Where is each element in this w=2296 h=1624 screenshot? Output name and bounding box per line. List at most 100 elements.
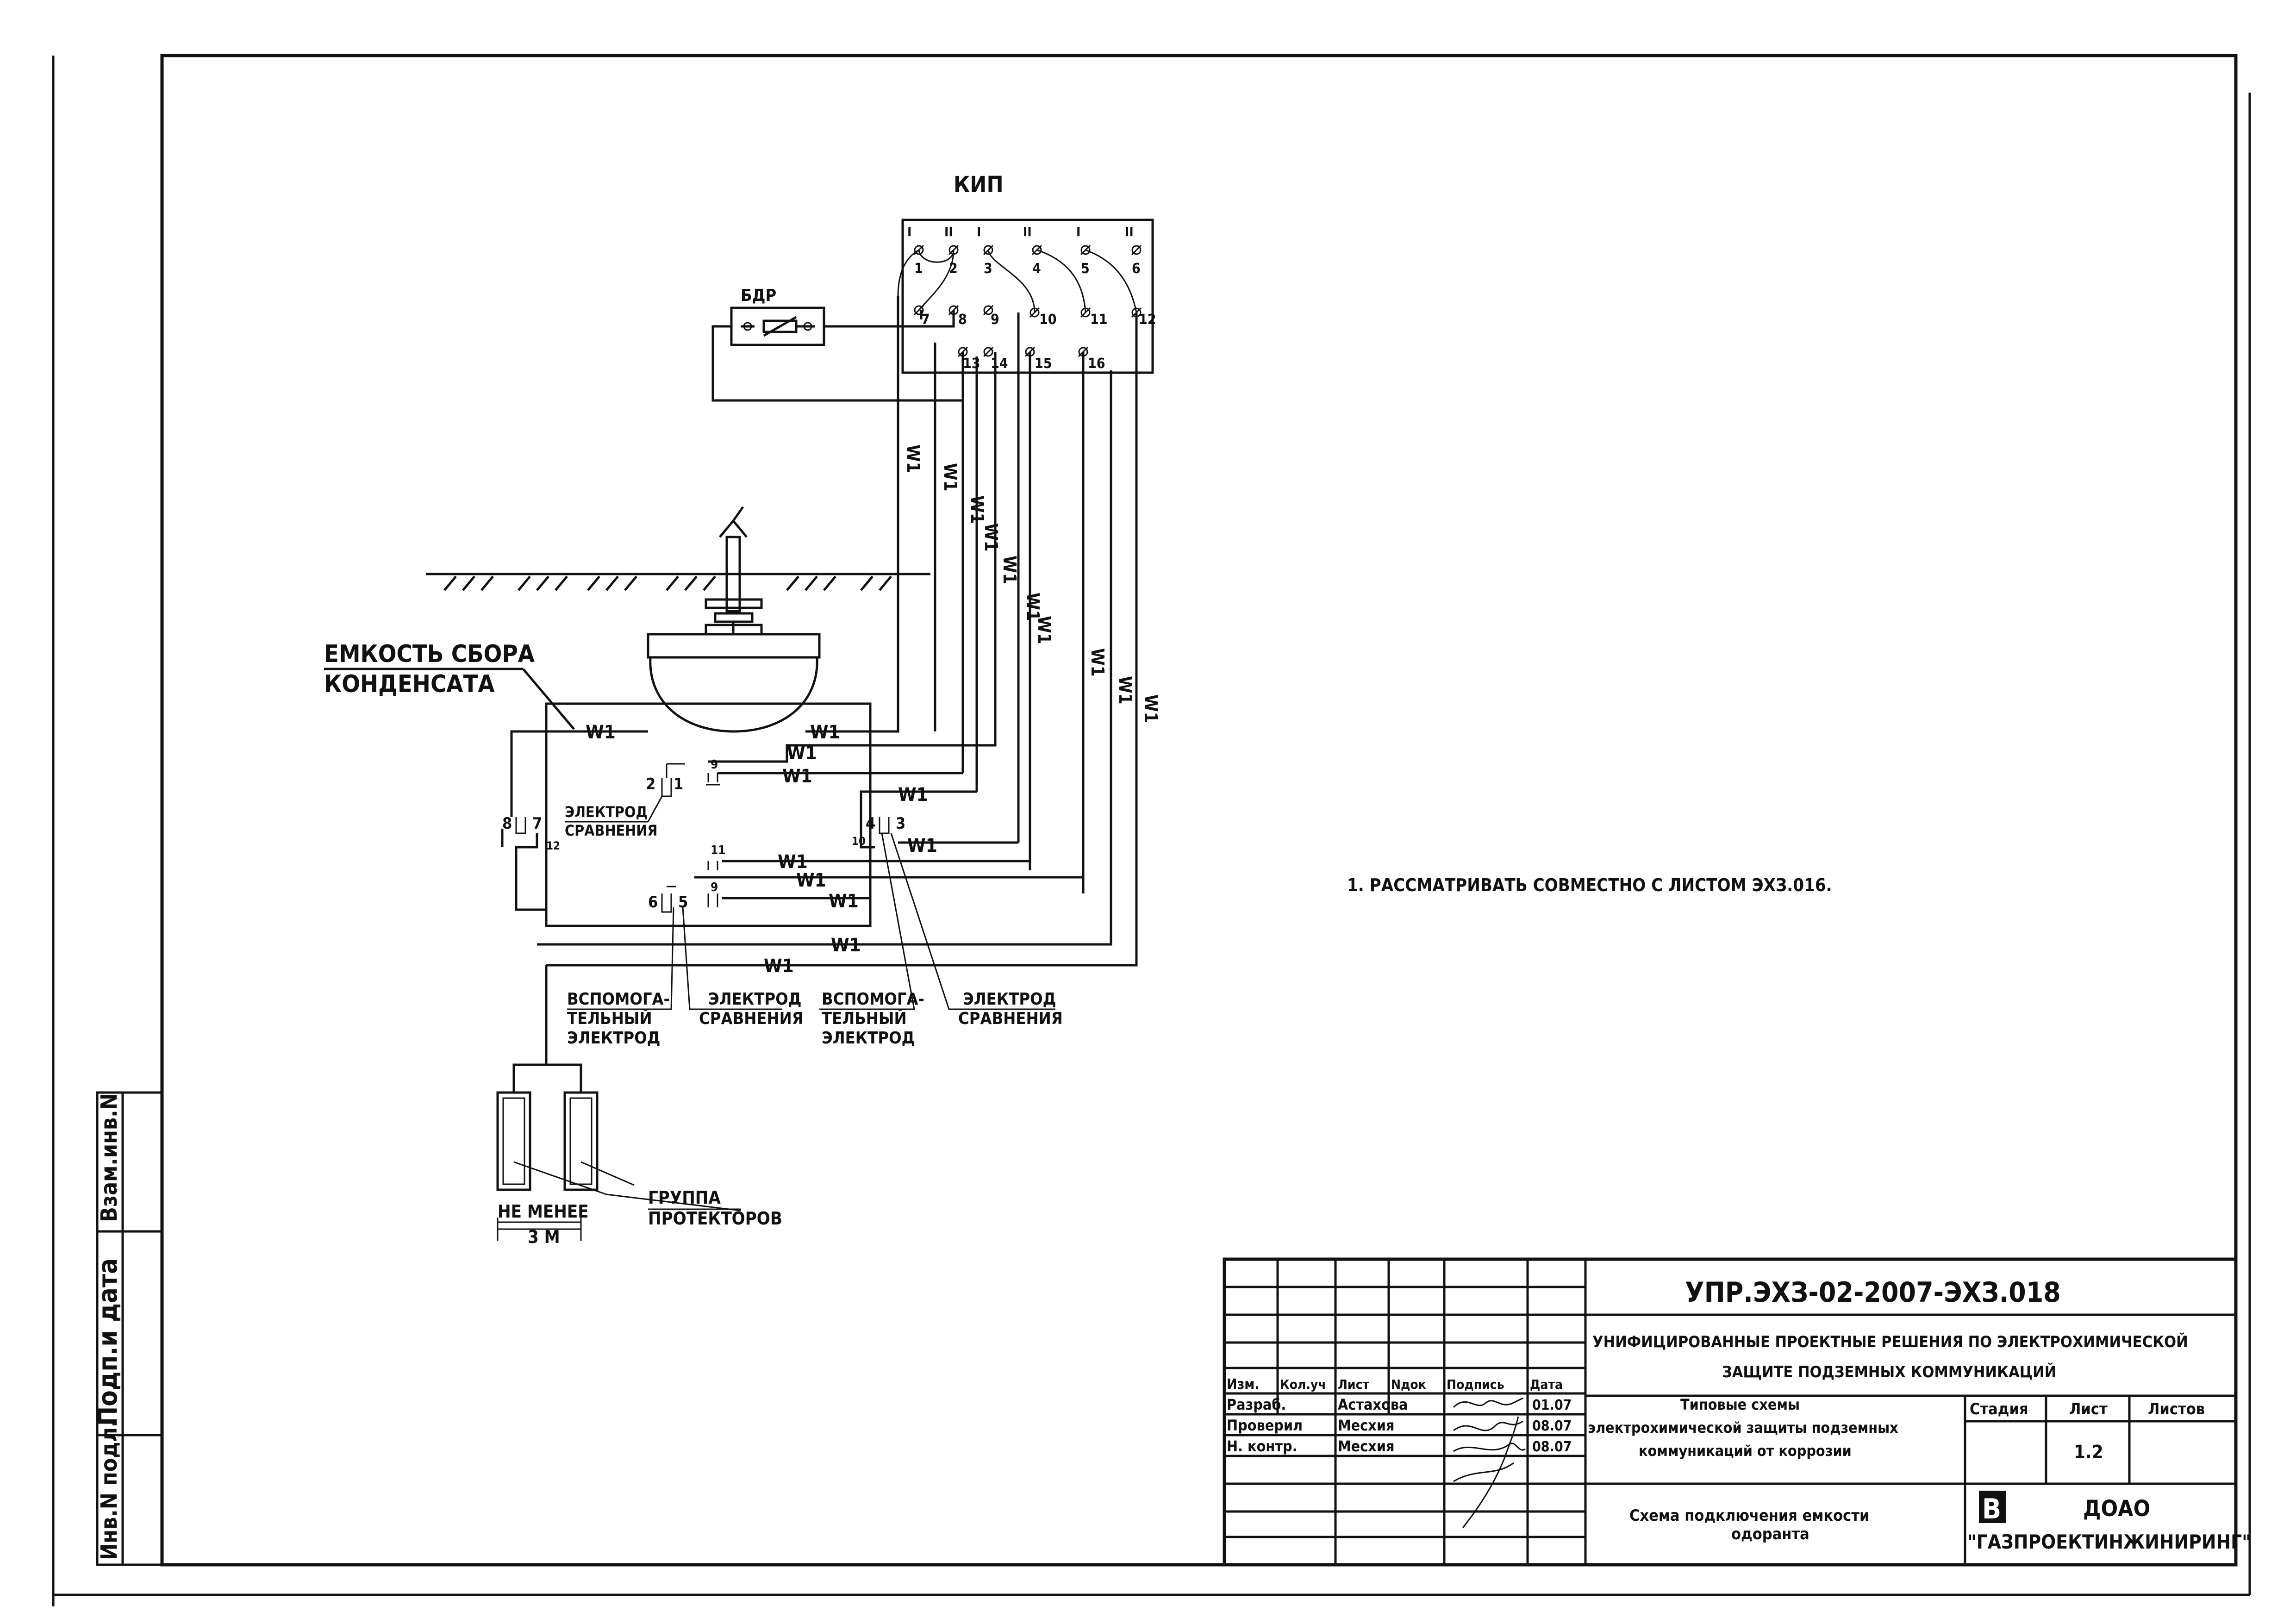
ref-electrode-4-l2: СРАВНЕНИЯ bbox=[958, 1009, 1063, 1028]
contacts: 9 11 9 bbox=[706, 758, 726, 907]
org-logo: B bbox=[1979, 1491, 2006, 1525]
term-4: 4 bbox=[1032, 261, 1041, 277]
term-16: 16 bbox=[1088, 356, 1105, 372]
ground-line bbox=[426, 573, 930, 591]
mark-5: I bbox=[1076, 224, 1080, 239]
bdr-label: БДР bbox=[741, 286, 776, 305]
min-dist-2: 3 М bbox=[528, 1227, 560, 1247]
mark-1: I bbox=[907, 224, 911, 239]
aux-electrode-3-l2: ТЕЛЬНЫЙ bbox=[822, 1009, 907, 1028]
term-12: 12 bbox=[1139, 312, 1156, 328]
col-kol: Кол.уч bbox=[1280, 1377, 1326, 1392]
vzam-inv-label: Взам.инв.N bbox=[96, 1093, 122, 1222]
stage-header: Стадия bbox=[1970, 1400, 2028, 1418]
vt-9: 9 bbox=[711, 758, 718, 772]
mark-3: I bbox=[977, 224, 981, 239]
term-5: 5 bbox=[1081, 261, 1090, 277]
w1-v5: W1 bbox=[999, 556, 1020, 584]
name-normcontrol: Месхия bbox=[1338, 1437, 1394, 1455]
sheet-header: Лист bbox=[2069, 1400, 2108, 1418]
vt-7: 7 bbox=[532, 814, 542, 833]
w1-v9: W1 bbox=[1115, 676, 1136, 705]
sheet-title-2: электрохимической защиты подземных bbox=[1588, 1419, 1898, 1437]
vt-12: 12 bbox=[546, 839, 560, 852]
term-10: 10 bbox=[1039, 312, 1057, 328]
sheet-title-1: Типовые схемы bbox=[1680, 1396, 1800, 1413]
aux-electrode-1-l3: ЭЛЕКТРОД bbox=[567, 1029, 660, 1048]
logo-letter: B bbox=[1982, 1493, 2001, 1525]
vt-3: 3 bbox=[896, 814, 905, 833]
term-9: 9 bbox=[991, 312, 999, 328]
mark-6: II bbox=[1125, 224, 1134, 239]
drawing-title-2: одоранта bbox=[1731, 1525, 1809, 1543]
w1-v8: W1 bbox=[1087, 648, 1108, 677]
ref-electrode-left-2: СРАВНЕНИЯ bbox=[565, 822, 658, 839]
role-normcontrol: Н. контр. bbox=[1227, 1437, 1298, 1455]
col-izm: Изм. bbox=[1227, 1376, 1260, 1393]
role-developer: Разраб. bbox=[1227, 1396, 1286, 1413]
term-6: 6 bbox=[1132, 261, 1141, 277]
sheet-frame bbox=[160, 54, 2238, 1567]
w1-h4: W1 bbox=[782, 766, 812, 787]
vessel-terminal-numbers: 2 1 8 7 12 4 3 10 6 5 bbox=[501, 730, 905, 913]
vt-2: 2 bbox=[646, 775, 655, 793]
signatures bbox=[1453, 1397, 1526, 1528]
kip-label: КИП bbox=[954, 172, 1004, 198]
term-11: 11 bbox=[1090, 312, 1108, 328]
vt-5: 5 bbox=[678, 893, 688, 912]
ref-electrode-2-l2: СРАВНЕНИЯ bbox=[699, 1009, 804, 1028]
w1-h1: W1 bbox=[586, 722, 616, 743]
vt-4: 4 bbox=[866, 814, 875, 833]
vessel-label: ЕМКОСТЬ СБОРА КОНДЕНСАТА bbox=[324, 640, 575, 730]
ref-electrode-left-1: ЭЛЕКТРОД bbox=[565, 803, 648, 821]
project-title-2: ЗАЩИТЕ ПОДЗЕМНЫХ КОММУНИКАЦИЙ bbox=[1722, 1362, 2056, 1381]
protector-group-1: ГРУППА bbox=[648, 1187, 721, 1208]
min-dist-1: НЕ МЕНЕЕ bbox=[498, 1201, 589, 1222]
general-note: 1. РАССМАТРИВАТЬ СОВМЕСТНО С ЛИСТОМ ЭХЗ.… bbox=[1347, 875, 1832, 895]
ref-electrode-left: ЭЛЕКТРОД СРАВНЕНИЯ bbox=[565, 796, 663, 839]
term-3: 3 bbox=[984, 261, 992, 277]
col-ndok: Nдок bbox=[1391, 1377, 1426, 1392]
w1-v7: W1 bbox=[1034, 616, 1054, 644]
vt-11: 11 bbox=[711, 843, 726, 857]
w1-h8: W1 bbox=[796, 870, 826, 891]
aux-electrode-3-l1: ВСПОМОГА- bbox=[822, 990, 924, 1009]
term-1: 1 bbox=[914, 261, 923, 277]
col-data: Дата bbox=[1530, 1377, 1563, 1392]
w1-h10: W1 bbox=[831, 935, 861, 956]
term-15: 15 bbox=[1035, 356, 1052, 372]
date-normcontrol: 08.07 bbox=[1532, 1439, 1572, 1455]
side-stamp: Взам.инв.N Подп.и дата Инв.N подл. bbox=[93, 1091, 163, 1566]
org-line1: ДОАО bbox=[2083, 1496, 2150, 1522]
org-line2: "ГАЗПРОЕКТИНЖИНИРИНГ" bbox=[1967, 1530, 2251, 1553]
mark-4: II bbox=[1023, 224, 1032, 239]
project-title-1: УНИФИЦИРОВАННЫЕ ПРОЕКТНЫЕ РЕШЕНИЯ ПО ЭЛЕ… bbox=[1592, 1332, 2188, 1351]
vessel-label-line2: КОНДЕНСАТА bbox=[324, 670, 495, 698]
w1-h11: W1 bbox=[764, 956, 794, 977]
w1-v4: W1 bbox=[981, 523, 1001, 552]
ref-electrode-4-l1: ЭЛЕКТРОД bbox=[963, 990, 1056, 1009]
bdr-block: БДР bbox=[730, 286, 825, 346]
w1-v1: W1 bbox=[903, 444, 923, 473]
col-list: Лист bbox=[1338, 1377, 1369, 1392]
aux-electrode-1-l1: ВСПОМОГА- bbox=[567, 990, 670, 1009]
vessel-internal-wiring: W1 W1 W1 W1 W1 W1 W1 W1 W1 W1 W1 bbox=[537, 722, 1138, 1018]
vt-9b: 9 bbox=[711, 881, 718, 894]
mark-2: II bbox=[944, 224, 953, 239]
term-14: 14 bbox=[991, 356, 1008, 372]
aux-electrode-1-l2: ТЕЛЬНЫЙ bbox=[567, 1009, 652, 1028]
w1-v3: W1 bbox=[967, 495, 987, 524]
date-checker: 08.07 bbox=[1532, 1418, 1572, 1434]
term-7: 7 bbox=[921, 312, 930, 328]
vt-6: 6 bbox=[648, 893, 658, 912]
vessel-label-line1: ЕМКОСТЬ СБОРА bbox=[324, 640, 535, 668]
w1-h9: W1 bbox=[829, 891, 859, 912]
w1-h7: W1 bbox=[778, 851, 808, 873]
podp-data-label: Подп.и дата bbox=[93, 1258, 123, 1426]
w1-v6: W1 bbox=[1023, 593, 1043, 621]
name-developer: Астахова bbox=[1338, 1396, 1408, 1413]
w1-v2: W1 bbox=[940, 463, 961, 492]
drawing-title-1: Схема подключения емкости bbox=[1629, 1506, 1869, 1525]
name-checker: Месхия bbox=[1338, 1417, 1394, 1434]
vt-8: 8 bbox=[502, 814, 512, 833]
